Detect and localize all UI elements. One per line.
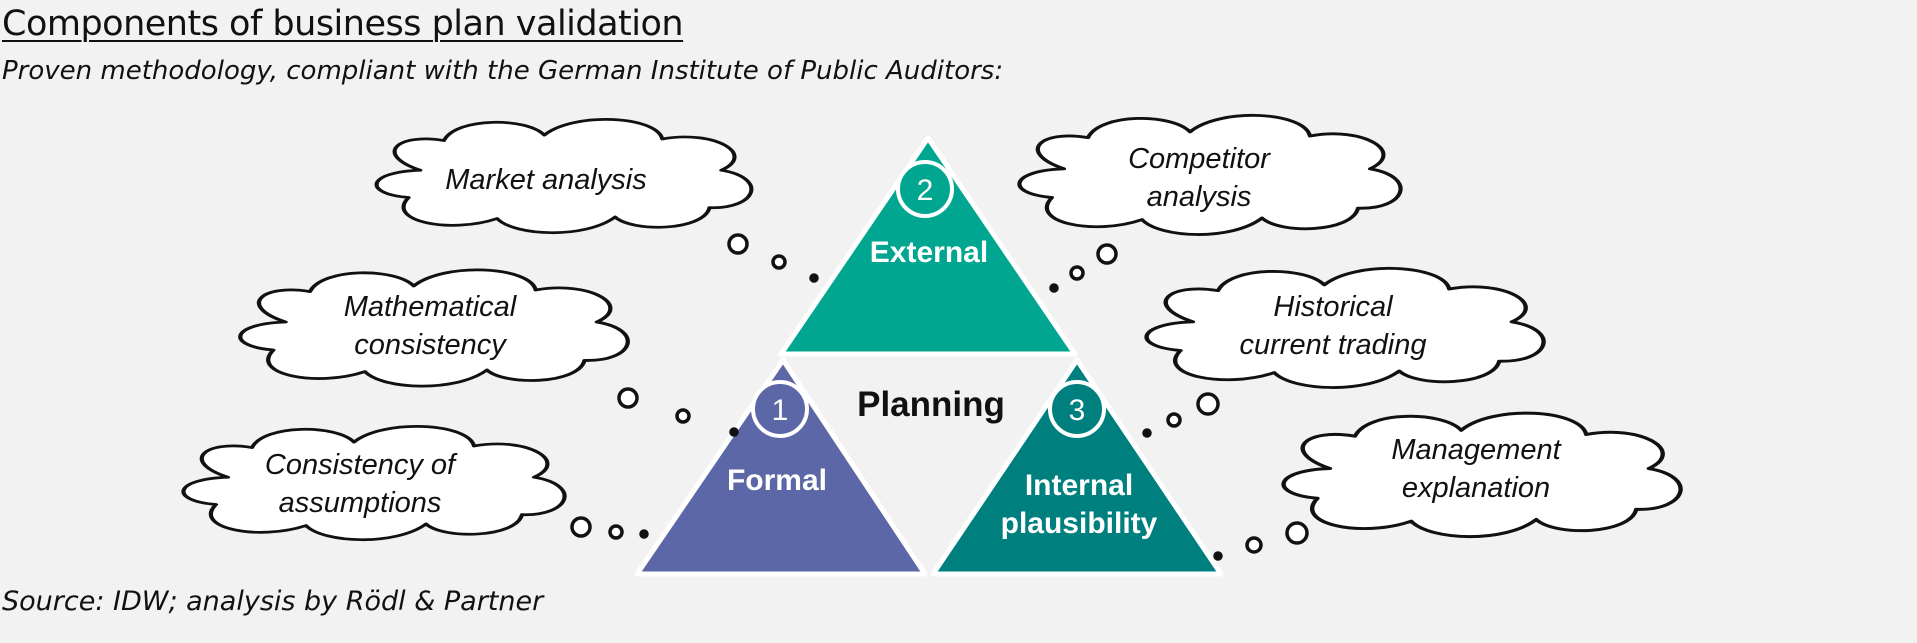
cloud-market-analysis-text: Market analysis (445, 164, 646, 196)
subtitle: Proven methodology, compliant with the G… (2, 56, 1004, 86)
cloud-mathematical-line1: Mathematical (344, 291, 518, 323)
badge-formal: 1 (751, 380, 809, 438)
formal-label: Formal (727, 464, 827, 497)
external-triangle (778, 135, 1078, 357)
external-label: External (870, 236, 988, 269)
badge-internal-number: 3 (1069, 394, 1086, 427)
cloud-competitor-line1: Competitor (1128, 143, 1271, 175)
badge-external: 2 (896, 160, 954, 218)
cloud-assumptions-line2: assumptions (279, 487, 442, 519)
cloud-management-line2: explanation (1402, 472, 1550, 504)
thought-dots-market (727, 233, 819, 283)
badge-external-number: 2 (917, 174, 934, 207)
planning-label: Planning (857, 385, 1005, 424)
source-note: Source: IDW; analysis by Rödl & Partner (2, 586, 544, 617)
cloud-competitor-line2: analysis (1147, 181, 1252, 213)
internal-label-line2: plausibility (1001, 507, 1158, 540)
internal-triangle (930, 357, 1224, 577)
formal-triangle (634, 357, 928, 577)
cloud-consistency-assumptions (183, 426, 564, 539)
badge-formal-number: 1 (772, 394, 789, 427)
cloud-assumptions-line1: Consistency of (265, 449, 458, 481)
thought-dots-mathematical (617, 387, 739, 437)
cloud-management-line1: Management (1391, 434, 1562, 466)
cloud-mathematical-line2: consistency (354, 329, 507, 361)
thought-dots-historical (1142, 392, 1220, 438)
cloud-historical-line1: Historical (1273, 291, 1394, 323)
thought-dots-management (1213, 521, 1309, 561)
cloud-historical-line2: current trading (1240, 329, 1427, 361)
page-title: Components of business plan validation (2, 4, 684, 44)
thought-dots-competitor (1049, 243, 1118, 293)
internal-label-line1: Internal (1025, 469, 1133, 502)
cloud-mathematical-consistency (240, 270, 627, 386)
cloud-historical-trading (1147, 268, 1544, 387)
badge-internal: 3 (1048, 380, 1106, 438)
thought-dots-assumptions (570, 516, 649, 540)
